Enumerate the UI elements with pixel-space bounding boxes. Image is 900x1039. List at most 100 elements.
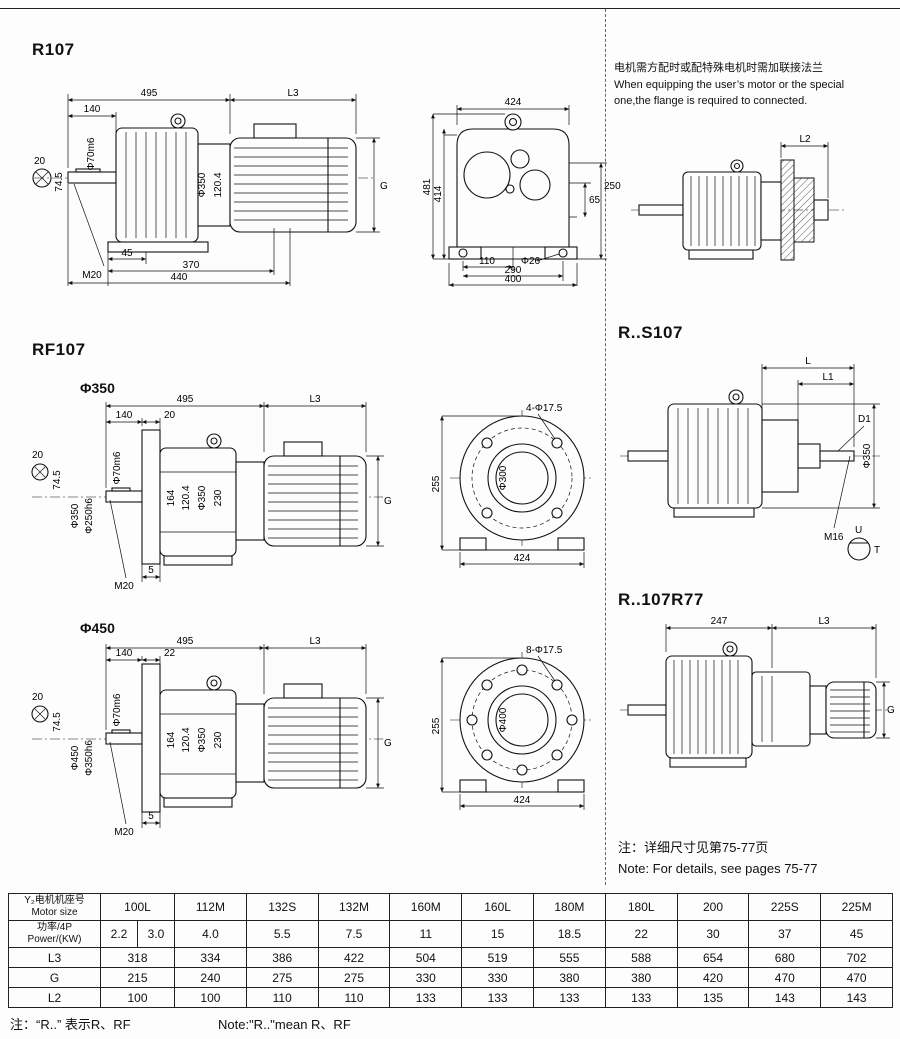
dim-phi350: Φ350 xyxy=(70,503,81,528)
motor-size-cell: 200 xyxy=(676,893,750,921)
rf107-450-flange-drawing: 8-Φ17.5 Φ400 255 424 xyxy=(431,645,594,810)
dim-phi350: Φ350 xyxy=(862,443,873,468)
dim-424: 424 xyxy=(505,97,522,108)
dim-phi250h6: Φ250h6 xyxy=(84,498,95,534)
dim-290: 290 xyxy=(505,265,522,276)
dim-cell: 470 xyxy=(748,967,822,988)
l2-row: L2 100 100 110 110 133 133 133 133 135 1… xyxy=(8,987,893,1008)
dim-120-4: 120.4 xyxy=(181,485,192,510)
dim-phi350h6: Φ350h6 xyxy=(84,740,95,776)
dim-cell: 380 xyxy=(533,967,606,988)
dim-cell: 334 xyxy=(174,947,247,968)
dim-cell: 380 xyxy=(604,967,678,988)
row-label: G xyxy=(8,967,101,988)
motor-size-cell: 132S xyxy=(245,893,319,921)
power-cell: 30 xyxy=(676,920,750,948)
dim-d1: D1 xyxy=(858,414,871,425)
motor-size-cell: 160L xyxy=(461,893,534,921)
dim-230: 230 xyxy=(213,731,224,748)
power-cell: 37 xyxy=(748,920,822,948)
dim-phi70m6: Φ70m6 xyxy=(112,693,123,726)
dim-cell: 702 xyxy=(820,947,893,968)
footer-note-cn: 注：“R..” 表示R、RF xyxy=(10,1017,131,1032)
r107-front-view-drawing: 424 481 414 65 250 110 Φ26 290 400 xyxy=(422,97,621,287)
dim-g: G xyxy=(384,738,392,749)
rf107-450-side-view-drawing: 20 74.5 Φ450 Φ350h6 Φ70m6 164 120.4 Φ350… xyxy=(31,636,392,838)
dim-495: 495 xyxy=(177,394,194,405)
motor-size-cell: 180L xyxy=(604,893,678,921)
dim-140: 140 xyxy=(116,648,133,659)
power-cell: 18.5 xyxy=(533,920,606,948)
power-header-cn: 功率/4P xyxy=(36,922,72,933)
power-cell: 7.5 xyxy=(317,920,391,948)
section-title-rs107: R..S107 xyxy=(618,323,683,342)
section-title-rf107: RF107 xyxy=(32,340,86,359)
dim-l1: L1 xyxy=(822,372,834,383)
dim-cell: 275 xyxy=(245,967,319,988)
power-header: 功率/4P Power/(KW) xyxy=(8,920,101,948)
dim-l: L xyxy=(805,356,811,367)
dim-140: 140 xyxy=(116,410,133,421)
dim-l3: L3 xyxy=(309,394,321,405)
dim-cell: 133 xyxy=(389,987,463,1008)
dim-cell: 133 xyxy=(533,987,606,1008)
dim-110: 110 xyxy=(479,256,495,267)
dim-cell: 654 xyxy=(676,947,750,968)
power-cell: 45 xyxy=(820,920,893,948)
column-divider xyxy=(605,9,606,885)
dim-cell: 555 xyxy=(533,947,606,968)
motor-size-cell: 160M xyxy=(389,893,463,921)
dim-l3: L3 xyxy=(309,636,321,647)
motor-size-cell: 225S xyxy=(748,893,822,921)
row-label: L2 xyxy=(8,987,101,1008)
dim-5: 5 xyxy=(148,565,154,576)
dim-bolt-holes: 8-Φ17.5 xyxy=(526,645,563,656)
dim-cell: 588 xyxy=(604,947,678,968)
dim-g: G xyxy=(384,496,392,507)
dim-250: 250 xyxy=(604,181,621,192)
dim-45: 45 xyxy=(121,248,133,259)
dim-255: 255 xyxy=(431,475,442,492)
dim-120-4: 120.4 xyxy=(181,727,192,752)
dim-cell: 422 xyxy=(317,947,391,968)
variant-title-phi450: Φ450 xyxy=(80,620,115,636)
dim-255: 255 xyxy=(431,717,442,734)
dim-cell: 240 xyxy=(174,967,247,988)
flange-note-en-line2: one,the flange is required to connected. xyxy=(614,95,808,107)
dim-phi450: Φ450 xyxy=(70,745,81,770)
motor-size-cell: 132M xyxy=(317,893,391,921)
dim-cell: 275 xyxy=(317,967,391,988)
dim-495: 495 xyxy=(141,88,158,99)
section-title-r107: R107 xyxy=(32,40,75,59)
dim-cell: 519 xyxy=(461,947,534,968)
dim-phi400: Φ400 xyxy=(498,707,509,732)
details-note-en: Note: For details, see pages 75-77 xyxy=(618,860,818,876)
dim-120-4: 120.4 xyxy=(213,172,224,197)
dim-cell: 215 xyxy=(99,967,176,988)
top-rule xyxy=(0,8,900,9)
dim-l3: L3 xyxy=(287,88,299,99)
power-cell: 15 xyxy=(461,920,534,948)
dim-5: 5 xyxy=(148,811,154,822)
dim-230: 230 xyxy=(213,489,224,506)
dim-22-top: 22 xyxy=(164,648,176,659)
dim-cell: 100 xyxy=(174,987,247,1008)
dim-cell: 504 xyxy=(389,947,463,968)
dim-370: 370 xyxy=(183,260,200,271)
dim-cell: 330 xyxy=(389,967,463,988)
motor-size-header-en: Motor size xyxy=(31,907,78,918)
details-note: 注：详细尺寸见第75-77页 Note: For details, see pa… xyxy=(618,838,817,880)
power-cell: 11 xyxy=(389,920,463,948)
dim-l2: L2 xyxy=(799,134,811,145)
flange-note-en-line1: When equipping the user’s motor or the s… xyxy=(614,78,845,91)
motor-size-cell: 225M xyxy=(820,893,893,921)
dim-cell: 318 xyxy=(99,947,176,968)
dim-481: 481 xyxy=(422,178,433,195)
dim-cell: 133 xyxy=(461,987,534,1008)
dim-phi350: Φ350 xyxy=(197,172,208,197)
dim-phi70m6: Φ70m6 xyxy=(112,451,123,484)
l3-row: L3 318 334 386 422 504 519 555 588 654 6… xyxy=(8,947,893,968)
row-label: L3 xyxy=(8,947,101,968)
dim-g: G xyxy=(380,181,388,192)
